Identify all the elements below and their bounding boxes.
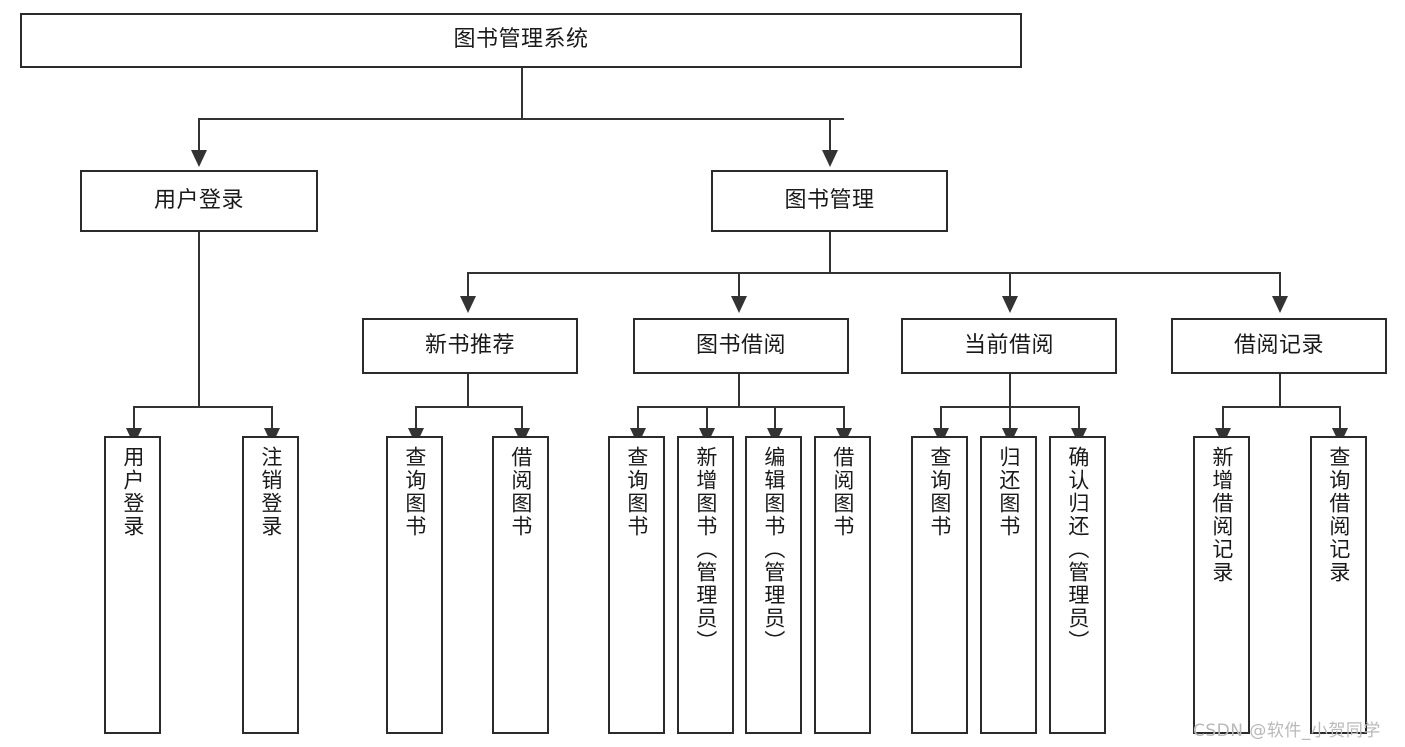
node-current-borrow[interactable]: 当前借阅	[901, 318, 1117, 374]
node-book-management-label: 图书管理	[784, 187, 875, 213]
csdn-watermark: CSDN @软件_小贺同学	[1193, 721, 1381, 741]
connector-book-management-bus	[467, 272, 1279, 274]
connector-to-book-borrow	[738, 272, 740, 296]
connector-bb-branch-1	[637, 406, 639, 428]
connector-book-borrow-drop	[738, 374, 740, 406]
arrowhead-user-login	[191, 150, 207, 167]
node-leaf-query-book-3[interactable]: 查询图书	[911, 436, 968, 734]
connector-new-book-recommend-drop	[467, 374, 469, 406]
node-leaf-borrow-book-2-label: 借阅图书	[830, 446, 855, 538]
connector-nbr-branch-1	[415, 406, 417, 428]
node-leaf-add-book-label: 新增图书（管理员）	[693, 446, 718, 653]
node-book-borrow[interactable]: 图书借阅	[633, 318, 849, 374]
node-leaf-user-login-label: 用户登录	[120, 446, 145, 538]
node-borrow-record-label: 借阅记录	[1233, 332, 1324, 358]
connector-to-new-book-recommend	[467, 272, 469, 296]
node-leaf-return-book[interactable]: 归还图书	[980, 436, 1037, 734]
node-leaf-add-book[interactable]: 新增图书（管理员）	[677, 436, 734, 734]
connector-user-login-drop	[198, 232, 200, 406]
node-root[interactable]: 图书管理系统	[20, 13, 1022, 68]
node-leaf-query-book-1-label: 查询图书	[402, 446, 427, 538]
node-leaf-query-book-1[interactable]: 查询图书	[386, 436, 443, 734]
connector-br-branch-1	[1222, 406, 1224, 428]
node-new-book-recommend[interactable]: 新书推荐	[362, 318, 578, 374]
connector-to-book-management	[829, 118, 831, 150]
node-leaf-logout-label: 注销登录	[258, 446, 283, 538]
connector-user-login-branch-2	[271, 406, 273, 428]
connector-nbr-branch-2	[521, 406, 523, 428]
node-leaf-confirm-return-label: 确认归还（管理员）	[1065, 446, 1090, 653]
connector-cb-branch-1	[940, 406, 942, 428]
node-leaf-borrow-book-1[interactable]: 借阅图书	[492, 436, 549, 734]
node-book-borrow-label: 图书借阅	[695, 332, 786, 358]
connector-borrow-record-bus	[1222, 406, 1339, 408]
arrowhead-book-borrow	[731, 296, 747, 313]
node-leaf-confirm-return[interactable]: 确认归还（管理员）	[1049, 436, 1106, 734]
connector-to-current-borrow	[1009, 272, 1011, 296]
arrowhead-book-management	[822, 150, 838, 167]
node-leaf-return-book-label: 归还图书	[996, 446, 1021, 538]
arrowhead-new-book-recommend	[460, 296, 476, 313]
arrowhead-current-borrow	[1002, 296, 1018, 313]
connector-root-drop	[521, 68, 523, 118]
node-leaf-query-record[interactable]: 查询借阅记录	[1310, 436, 1367, 734]
node-leaf-query-book-2[interactable]: 查询图书	[608, 436, 665, 734]
node-borrow-record[interactable]: 借阅记录	[1171, 318, 1387, 374]
connector-borrow-record-drop	[1279, 374, 1281, 406]
connector-bb-branch-4	[843, 406, 845, 428]
connector-br-branch-2	[1339, 406, 1341, 428]
node-current-borrow-label: 当前借阅	[963, 332, 1054, 358]
connector-user-login-bus	[133, 406, 272, 408]
connector-book-borrow-bus	[637, 406, 844, 408]
node-leaf-edit-book[interactable]: 编辑图书（管理员）	[745, 436, 802, 734]
node-root-label: 图书管理系统	[453, 27, 589, 53]
node-book-management[interactable]: 图书管理	[711, 170, 948, 232]
node-new-book-recommend-label: 新书推荐	[424, 332, 515, 358]
node-leaf-query-record-label: 查询借阅记录	[1326, 446, 1351, 584]
connector-new-book-recommend-bus	[415, 406, 522, 408]
connector-root-bus	[198, 118, 844, 120]
connector-to-user-login	[198, 118, 200, 150]
connector-current-borrow-drop	[1009, 374, 1011, 406]
connector-cb-branch-2	[1009, 406, 1011, 428]
connector-bb-branch-3	[774, 406, 776, 428]
node-leaf-borrow-book-1-label: 借阅图书	[508, 446, 533, 538]
node-user-login[interactable]: 用户登录	[80, 170, 318, 232]
node-leaf-borrow-book-2[interactable]: 借阅图书	[814, 436, 871, 734]
connector-cb-branch-3	[1078, 406, 1080, 428]
arrowhead-borrow-record	[1272, 296, 1288, 313]
connector-book-management-drop	[829, 232, 831, 272]
connector-to-borrow-record	[1279, 272, 1281, 296]
node-leaf-query-book-2-label: 查询图书	[624, 446, 649, 538]
node-leaf-add-record[interactable]: 新增借阅记录	[1193, 436, 1250, 734]
node-leaf-user-login[interactable]: 用户登录	[104, 436, 161, 734]
node-leaf-logout[interactable]: 注销登录	[242, 436, 299, 734]
connector-user-login-branch-1	[133, 406, 135, 428]
node-user-login-label: 用户登录	[153, 187, 244, 213]
node-leaf-add-record-label: 新增借阅记录	[1209, 446, 1234, 584]
node-leaf-query-book-3-label: 查询图书	[927, 446, 952, 538]
connector-bb-branch-2	[706, 406, 708, 428]
node-leaf-edit-book-label: 编辑图书（管理员）	[761, 446, 786, 653]
